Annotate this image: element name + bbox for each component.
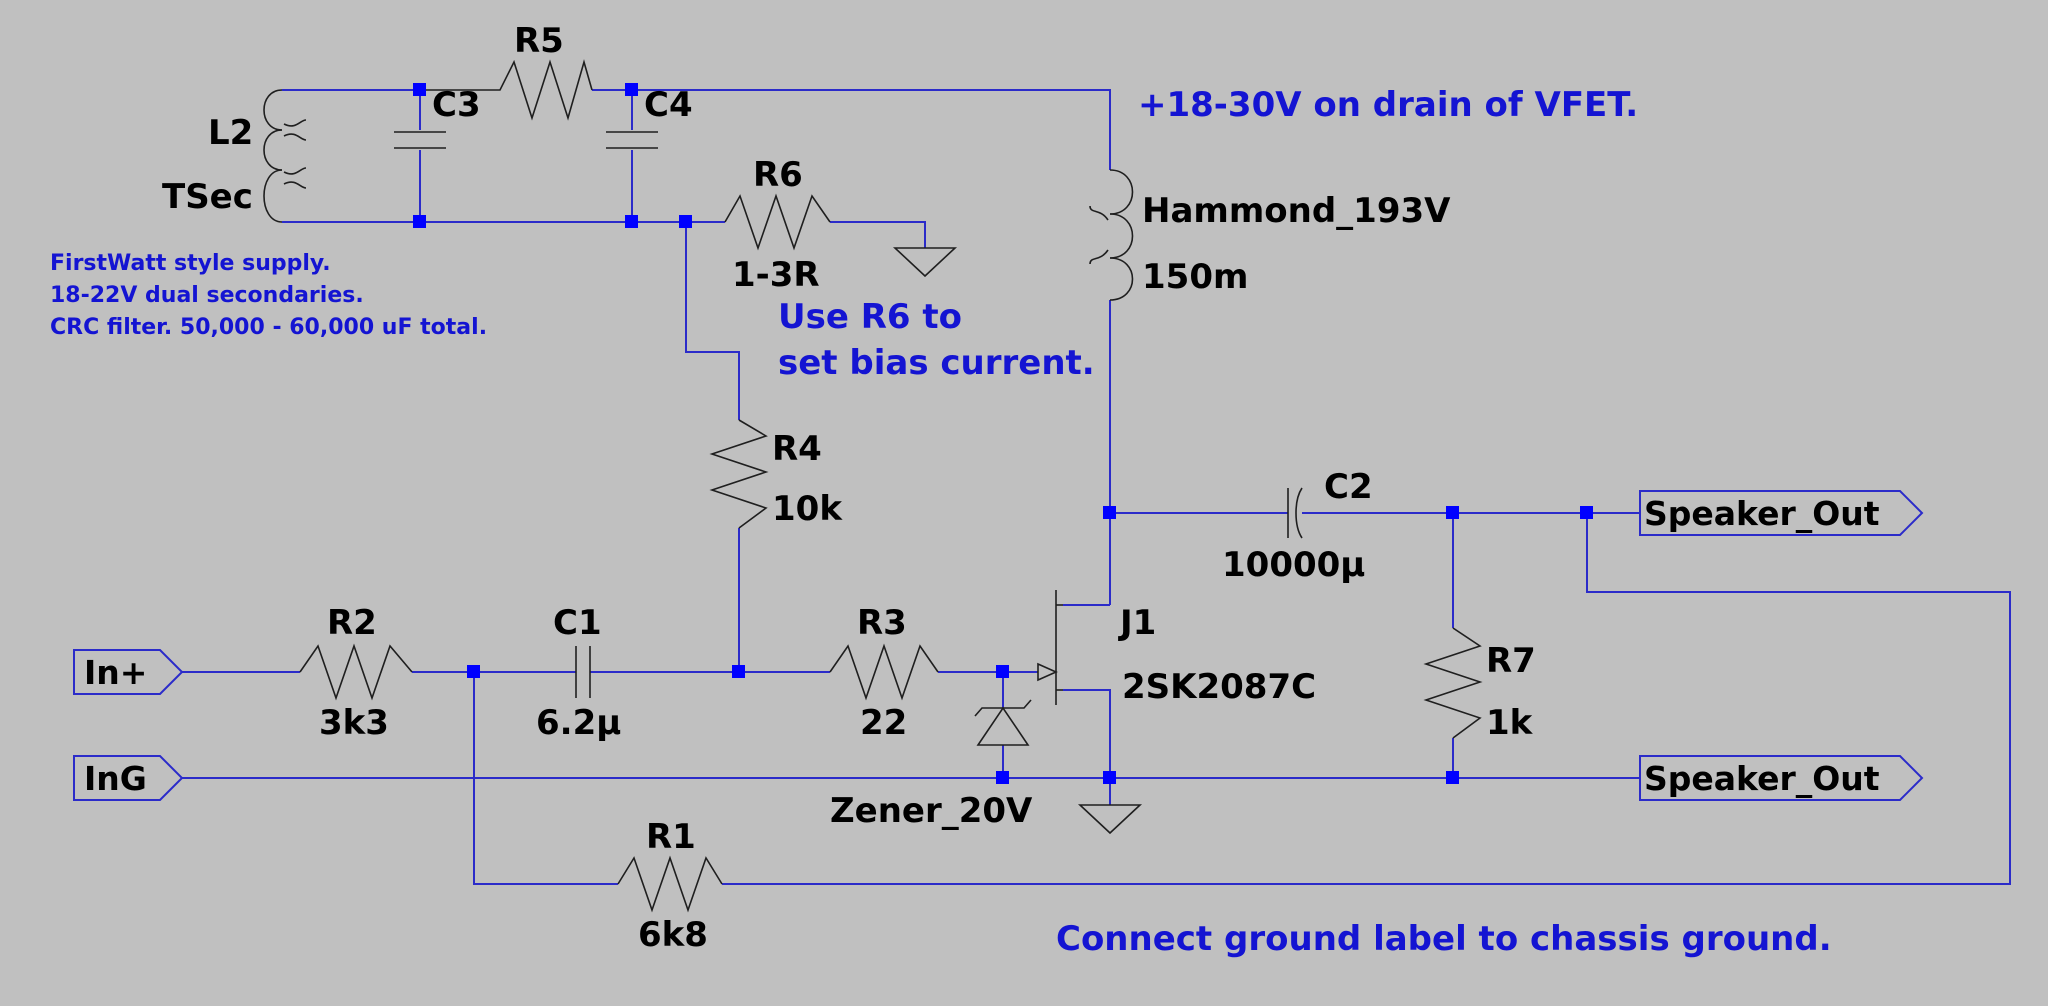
junctions (413, 83, 1593, 784)
r3-value: 22 (860, 703, 907, 743)
r3-resistor-icon (829, 643, 939, 701)
wire-source (1063, 689, 1111, 778)
port-in-plus[interactable]: In+ (73, 649, 184, 695)
r2-value: 3k3 (319, 703, 389, 743)
c1-value: 6.2μ (536, 703, 621, 743)
wire-r6-ground (830, 221, 926, 248)
zener-name: Zener_20V (830, 791, 1033, 831)
junction-c3-top (413, 83, 426, 96)
r7-resistor-icon (1423, 627, 1483, 739)
r6-name: R6 (753, 155, 803, 195)
c1-capacitor-icon (575, 646, 591, 698)
port-speaker-out-2-label: Speaker_Out (1644, 759, 1880, 798)
note-supply-line-3: CRC filter. 50,000 - 60,000 uF total. (50, 315, 487, 340)
r2-name: R2 (327, 603, 377, 643)
r1-value: 6k8 (638, 915, 708, 955)
port-in-g[interactable]: InG (73, 755, 184, 801)
junction-r1-left (467, 665, 480, 678)
c4-name: C4 (644, 85, 693, 125)
junction-r4-feed (679, 215, 692, 228)
junction-drain (1103, 506, 1116, 519)
port-speaker-out-1-label: Speaker_Out (1644, 494, 1880, 533)
r3-name: R3 (857, 603, 907, 643)
junction-c4-top (625, 83, 638, 96)
ground-j1-icon (1077, 804, 1143, 835)
wire-r1-left (473, 672, 618, 885)
r1-resistor-icon (617, 855, 723, 913)
l2-transformer-icon (263, 89, 307, 223)
hammond-choke-icon (1089, 169, 1134, 301)
c4-capacitor-icon (606, 131, 658, 149)
note-supply-line-2: 18-22V dual secondaries. (50, 283, 364, 308)
r5-resistor-icon (420, 59, 593, 121)
r2-resistor-icon (299, 643, 413, 701)
note-bias-line-1: Use R6 to (778, 297, 962, 337)
ground-r6-icon (892, 247, 958, 278)
port-in-g-label: InG (84, 759, 147, 798)
junction-r7-bottom (1446, 771, 1459, 784)
c3-name: C3 (432, 85, 481, 125)
j1-jfet-icon (1037, 590, 1063, 705)
r6-resistor-icon (724, 193, 831, 251)
j1-name: J1 (1118, 603, 1156, 643)
wire-r4-feed (685, 222, 740, 420)
r4-value: 10k (772, 489, 843, 529)
c2-name: C2 (1324, 467, 1373, 507)
r5-name: R5 (514, 21, 564, 61)
wire-top-right (592, 89, 1111, 170)
l2-name: L2 (208, 113, 253, 153)
r4-resistor-icon (709, 419, 769, 529)
junction-r4-bottom (732, 665, 745, 678)
wire-feedback (722, 513, 2011, 885)
r7-name: R7 (1486, 641, 1536, 681)
r7-value: 1k (1486, 703, 1534, 743)
junction-c4-bottom (625, 215, 638, 228)
zener-diode-icon (974, 699, 1032, 746)
junction-feedback (1580, 506, 1593, 519)
l2-value: TSec (162, 177, 253, 217)
hammond-value: 150m (1142, 257, 1248, 297)
note-bias-line-2: set bias current. (778, 343, 1095, 383)
junction-gate (996, 665, 1009, 678)
junction-source-ground (1103, 771, 1116, 784)
port-speaker-out-1[interactable]: Speaker_Out (1639, 490, 1924, 536)
c1-name: C1 (553, 603, 602, 643)
r4-name: R4 (772, 429, 822, 469)
note-supply-line-1: FirstWatt style supply. (50, 251, 331, 276)
j1-value: 2SK2087C (1122, 667, 1316, 707)
note-ground: Connect ground label to chassis ground. (1056, 919, 1832, 959)
c2-capacitor-icon (1287, 487, 1303, 539)
junction-r7-top (1446, 506, 1459, 519)
r1-name: R1 (646, 817, 696, 857)
c2-value: 10000μ (1222, 545, 1365, 585)
junction-zener-ground (996, 771, 1009, 784)
port-speaker-out-2[interactable]: Speaker_Out (1639, 755, 1924, 801)
note-drain: +18-30V on drain of VFET. (1138, 85, 1638, 125)
junction-c3-bottom (413, 215, 426, 228)
c3-capacitor-icon (394, 131, 446, 149)
port-in-plus-label: In+ (84, 653, 147, 692)
hammond-name: Hammond_193V (1142, 191, 1451, 231)
r6-value: 1-3R (732, 255, 820, 295)
